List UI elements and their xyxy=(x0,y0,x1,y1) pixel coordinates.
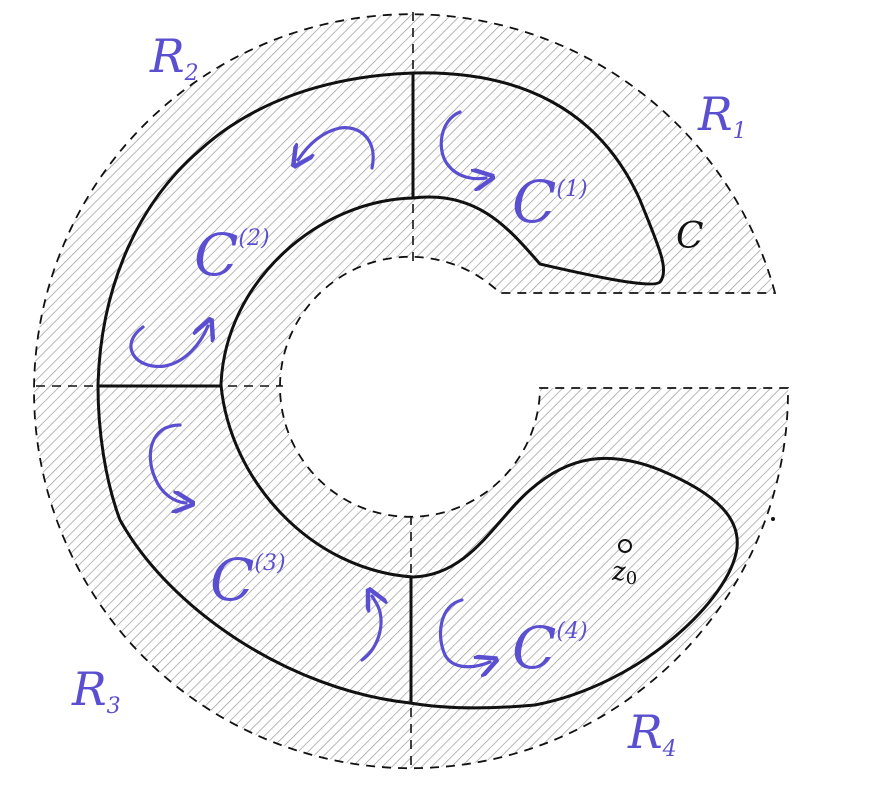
curved-arrow-icon xyxy=(148,423,186,503)
curved-arrow-icon xyxy=(298,126,375,168)
contour-label-c4: C(4) xyxy=(512,614,588,682)
curved-arrow-icon xyxy=(360,596,381,662)
hatched-slit-annulus xyxy=(33,13,789,770)
region-label-r1: R1 xyxy=(697,87,747,144)
contour-label-c: C xyxy=(676,216,704,257)
curved-arrow-icon xyxy=(439,110,486,179)
circle-point-icon xyxy=(618,539,632,553)
region-label-r2: R2 xyxy=(149,29,199,86)
curved-arrow-icon xyxy=(129,326,208,368)
region-label-r4: R4 xyxy=(627,705,677,762)
point-label-z0: z0 xyxy=(611,557,637,589)
contour-label-c2: C(2) xyxy=(194,221,270,289)
curved-arrow-icon xyxy=(438,598,490,667)
region-label-r3: R3 xyxy=(71,662,121,719)
stray-dot xyxy=(771,517,775,521)
contour-label-c1: C(1) xyxy=(512,168,588,236)
contour-c xyxy=(96,71,739,710)
contour-label-c3: C(3) xyxy=(210,546,286,614)
